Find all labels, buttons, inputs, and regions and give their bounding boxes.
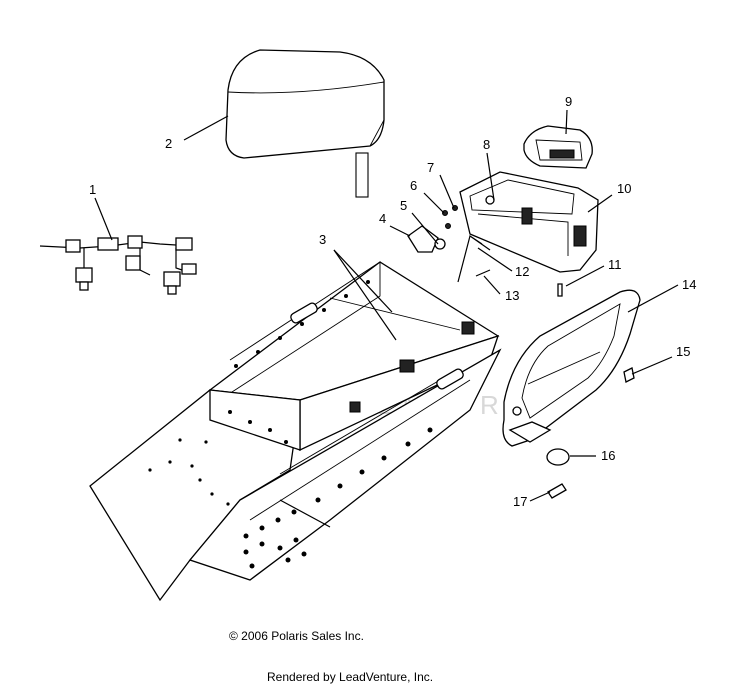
pin-part-13 — [475, 269, 491, 277]
callout-4: 4 — [379, 211, 386, 226]
callout-2: 2 — [165, 136, 172, 151]
callout-8: 8 — [483, 137, 490, 152]
nut-part-6b — [445, 223, 451, 229]
callout-13: 13 — [505, 288, 519, 303]
leader-lines — [94, 109, 679, 528]
callout-3: 3 — [319, 232, 326, 247]
callout-11: 11 — [608, 257, 622, 272]
screw-part-11 — [557, 283, 563, 297]
nut-part-6 — [442, 210, 448, 216]
disc-part-16 — [546, 448, 570, 466]
callout-labels: 1 2 3 4 5 6 7 8 9 10 11 12 13 14 15 16 1… — [89, 94, 696, 509]
callout-1: 1 — [89, 182, 96, 197]
latch-rod-part-12 — [457, 235, 491, 283]
wiring-harness — [39, 235, 197, 295]
callout-6: 6 — [410, 178, 417, 193]
callout-15: 15 — [676, 344, 690, 359]
tunnel-body — [89, 261, 502, 602]
callout-17: 17 — [513, 494, 527, 509]
storage-housing — [459, 171, 599, 273]
callout-9: 9 — [565, 94, 572, 109]
callout-16: 16 — [601, 448, 615, 463]
copyright-text: © 2006 Polaris Sales Inc. — [229, 629, 364, 643]
cover-handle — [508, 421, 552, 443]
bolt-part-17 — [547, 483, 567, 499]
callout-10: 10 — [617, 181, 631, 196]
rendered-by-text: Rendered by LeadVenture, Inc. — [267, 670, 433, 684]
callout-14: 14 — [682, 277, 696, 292]
callout-7: 7 — [427, 160, 434, 175]
callout-5: 5 — [400, 198, 407, 213]
clip-part-15 — [623, 367, 635, 383]
grommet-part-5 — [434, 238, 446, 250]
tail-light — [523, 125, 593, 169]
seat-cushion — [225, 49, 385, 198]
side-cover — [502, 289, 641, 447]
callout-12: 12 — [515, 264, 529, 279]
